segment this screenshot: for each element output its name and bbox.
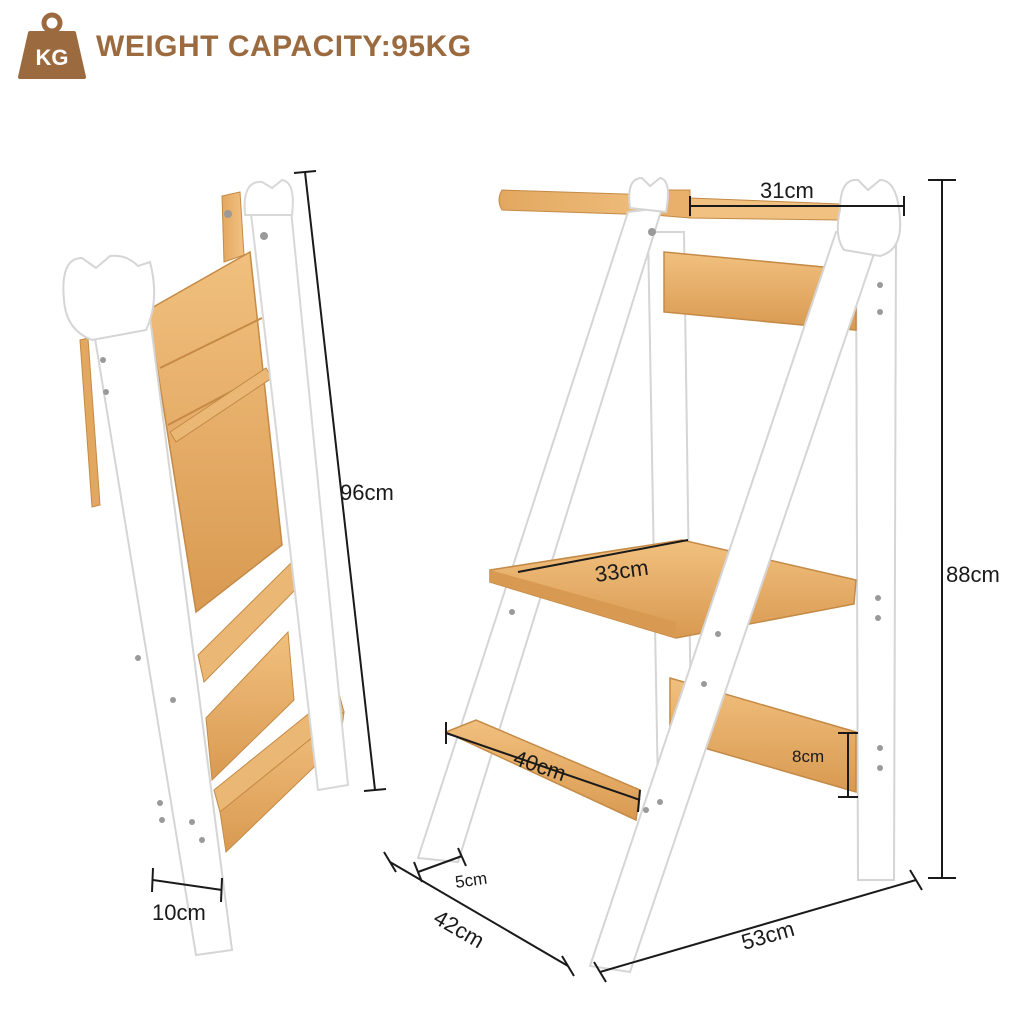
folded-stool [62, 178, 350, 957]
guard-rail-width-label: 31cm [760, 178, 814, 203]
open-dimension-lines [383, 179, 956, 983]
base-depth-label: 42cm [430, 905, 489, 954]
folded-depth-label: 10cm [152, 900, 206, 925]
open-stool [416, 176, 902, 974]
step-offset-label: 5cm [454, 869, 488, 892]
kg-icon-label: KG [36, 45, 69, 70]
folded-dimension-lines [151, 170, 387, 903]
rail-height-label: 8cm [792, 747, 824, 766]
open-height-label: 88cm [946, 562, 1000, 587]
header: KG WEIGHT CAPACITY:95KG [16, 10, 472, 84]
folded-height-label: 96cm [340, 480, 394, 505]
page-title: WEIGHT CAPACITY:95KG [96, 30, 472, 63]
weight-kg-icon: KG [18, 12, 86, 79]
base-width-label: 53cm [738, 916, 797, 955]
